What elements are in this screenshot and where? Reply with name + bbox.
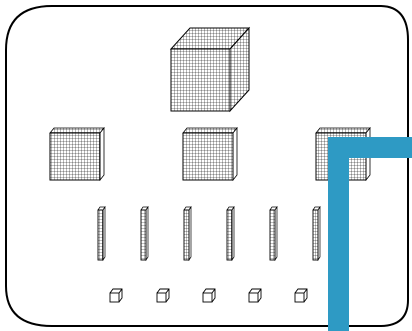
cube-front-face (170, 48, 231, 112)
unit-cube (248, 288, 262, 303)
unit-cube (109, 288, 123, 303)
unit-cube (156, 288, 170, 303)
blue-corner-bracket (328, 137, 412, 331)
tens-rod (183, 205, 192, 262)
tens-rod (312, 205, 321, 262)
hundreds-flat (182, 126, 238, 182)
unit-cube (294, 288, 308, 303)
tens-rod (140, 205, 149, 262)
hundreds-flats (49, 126, 371, 182)
ones-units (109, 288, 308, 303)
tens-rod (269, 205, 278, 262)
tens-rod (226, 205, 235, 262)
tens-rod (97, 205, 106, 262)
unit-cube (202, 288, 216, 303)
tens-rods (97, 205, 321, 262)
thousands-cube (169, 26, 251, 113)
hundreds-flat (49, 126, 105, 182)
